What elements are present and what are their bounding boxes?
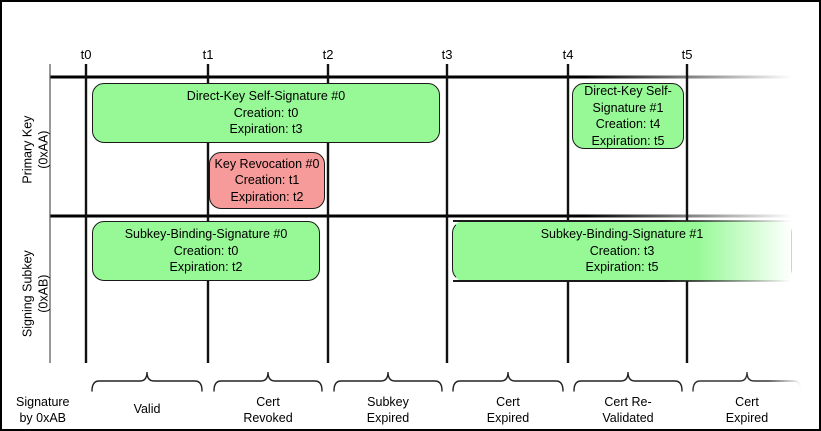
period-label-line1: Valid [133,402,161,416]
brace-cert-revalidated [573,371,683,392]
tick-lines [84,64,689,363]
signature-title: Direct-Key Self-Signature #1 [584,84,672,115]
brace-cert-expired-2 [692,371,802,392]
period-label-valid: Valid [134,401,161,417]
tick-label-t3: t3 [441,47,453,62]
period-label-cert-revalidated: Cert Re- Validated [602,394,653,427]
signature-box-direct-key-self-signature-1[interactable]: Direct-Key Self-Signature #1 Creation: t… [572,83,684,149]
row-label-primary-key-line2: (0xAA) [36,130,50,169]
signature-creation: Creation: t0 [233,105,299,120]
period-label-line1: Subkey [367,395,409,409]
period-label-cert-expired-1: Cert Expired [487,394,529,427]
signing-subkey-axis-line [50,214,792,218]
period-label-line2: Expired [725,411,769,426]
brace-cert-expired-1 [452,371,564,392]
legend-corner-line1: Signature [16,395,70,409]
period-label-cert-revoked: Cert Revoked [243,394,292,427]
signature-expiration: Expiration: t2 [230,189,304,204]
period-braces [91,371,802,392]
row-label-primary-key-line1: Primary Key [20,115,35,184]
row-label-primary-key: Primary Key (0xAA) [20,95,51,205]
signature-box-key-revocation-0[interactable]: Key Revocation #0 Creation: t1 Expiratio… [209,152,325,209]
signature-box-direct-key-self-signature-0[interactable]: Direct-Key Self-Signature #0 Creation: t… [92,83,440,143]
legend-corner-label: Signature by 0xAB [16,394,70,427]
signature-title: Direct-Key Self-Signature #0 [186,89,346,104]
tick-label-t2: t2 [322,47,334,62]
brace-subkey-expired [333,371,443,392]
period-label-subkey-expired: Subkey Expired [367,394,409,427]
tick-label-t1: t1 [202,47,214,62]
period-label-line1: Cert [256,395,280,409]
signature-title: Key Revocation #0 [214,156,320,171]
brace-cert-revoked [213,371,323,392]
signature-box-subkey-binding-signature-1[interactable]: Subkey-Binding-Signature #1 Creation: t3… [452,220,792,282]
signature-creation: Creation: t3 [589,243,655,258]
signature-creation: Creation: t1 [234,173,300,188]
period-label-line1: Cert [496,395,520,409]
period-label-line1: Cert [735,395,759,409]
period-label-line2: Expired [486,411,530,426]
signature-title: Subkey-Binding-Signature #1 [540,227,704,242]
signature-expiration: Expiration: t5 [591,133,665,148]
row-label-signing-subkey-line1: Signing Subkey [20,250,35,338]
timeline-axes [50,75,792,218]
period-label-line2: Expired [366,411,410,426]
legend-corner-line2: by 0xAB [19,411,67,426]
signature-expiration: Expiration: t5 [585,260,659,275]
row-label-signing-subkey-line2: (0xAB) [36,274,50,313]
period-label-line2: Revoked [243,411,293,426]
period-label-line2: Validated [602,411,654,426]
primary-key-axis-line [50,75,792,79]
signature-expiration: Expiration: t2 [169,260,243,275]
tick-label-t5: t5 [681,47,693,62]
signature-box-subkey-binding-signature-0[interactable]: Subkey-Binding-Signature #0 Creation: t0… [92,221,320,281]
period-label-line1: Cert Re- [604,395,652,409]
signature-expiration: Expiration: t3 [229,122,303,137]
tick-label-t4: t4 [562,47,574,62]
row-label-signing-subkey: Signing Subkey (0xAB) [20,232,51,356]
tick-label-t0: t0 [80,47,92,62]
period-label-cert-expired-2: Cert Expired [726,394,768,427]
signature-creation: Creation: t0 [173,243,239,258]
brace-valid [91,371,203,392]
signature-creation: Creation: t4 [595,117,661,131]
signature-title: Subkey-Binding-Signature #0 [124,227,288,242]
